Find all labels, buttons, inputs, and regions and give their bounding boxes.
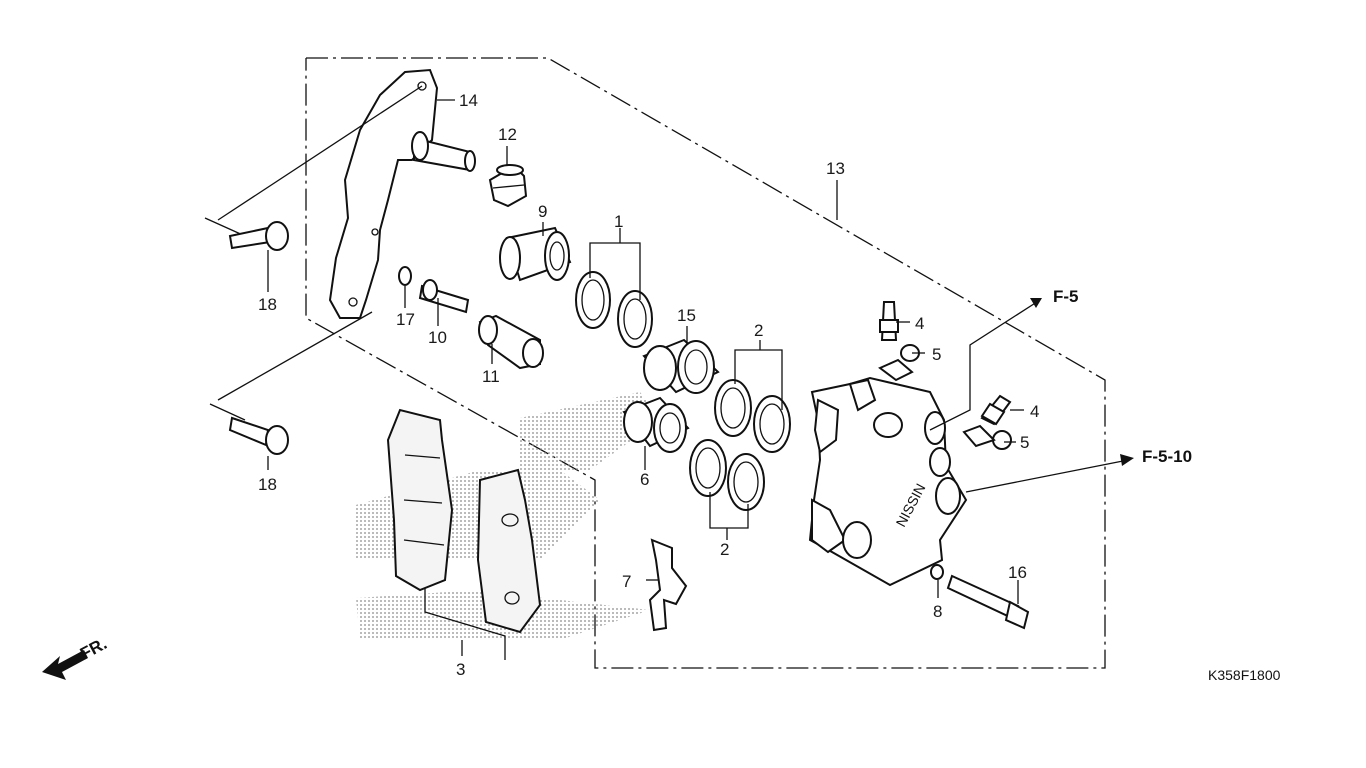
label-3: 3 [456,660,465,679]
reference-label-f5: F-5 [1053,287,1079,306]
label-5-side: 5 [1020,433,1029,452]
caliper-bracket-part-14 [328,68,476,319]
label-2-lower: 2 [720,540,729,559]
bolt-lower-part-18 [228,416,289,455]
label-18-upper: 18 [258,295,277,314]
washer-part-8 [930,564,944,580]
label-8: 8 [933,602,942,621]
pin-bolt-part-16 [946,574,1030,630]
label-4-side: 4 [1030,402,1039,421]
cap-upper-part-5 [878,344,920,382]
label-15: 15 [677,306,696,325]
reference-label-f5-10: F-5-10 [1142,447,1192,466]
label-12: 12 [498,125,517,144]
label-10: 10 [428,328,447,347]
sleeve-part-9 [499,226,572,282]
label-9: 9 [538,202,547,221]
bleeder-side-part-4 [980,394,1012,426]
label-7: 7 [622,572,631,591]
pad-spring-part-7 [646,538,688,632]
label-18-lower: 18 [258,475,277,494]
label-4-upper: 4 [915,314,924,333]
seals-lower-part-2 [689,439,765,540]
seals-upper-part-2 [714,340,791,453]
cap-side-part-5 [962,424,1012,450]
pin-bolt-part-11 [478,314,544,370]
label-6: 6 [640,470,649,489]
label-5-upper: 5 [932,345,941,364]
bleeder-upper-part-4 [879,301,899,341]
label-13: 13 [826,159,845,178]
piston-part-15 [642,338,720,394]
pin-boot-part-12 [488,164,528,208]
bleeder-pin-part-10 [418,279,470,314]
front-direction-arrow: FR. [42,634,110,680]
bolt-upper-part-18 [228,221,289,251]
label-11: 11 [482,367,500,386]
caliper-body-part-13: NISSIN [808,376,968,587]
part-labels: 1 2 2 3 4 4 5 5 6 7 8 9 10 11 12 13 14 1… [258,91,1039,679]
label-1: 1 [614,212,623,231]
piston-part-6 [622,396,690,453]
label-2-upper: 2 [754,321,763,340]
washer-part-17 [398,266,412,286]
reference-arrow-f5 [929,298,1042,431]
brake-pads-part-3 [386,408,542,660]
label-16: 16 [1008,563,1027,582]
label-14: 14 [459,91,478,110]
label-17: 17 [396,310,415,329]
diagram-code: K358F1800 [1208,667,1281,683]
assembly-boundary [305,57,1106,669]
piston-seals-part-1 [575,228,653,348]
reference-arrow-f5-10 [965,454,1134,493]
